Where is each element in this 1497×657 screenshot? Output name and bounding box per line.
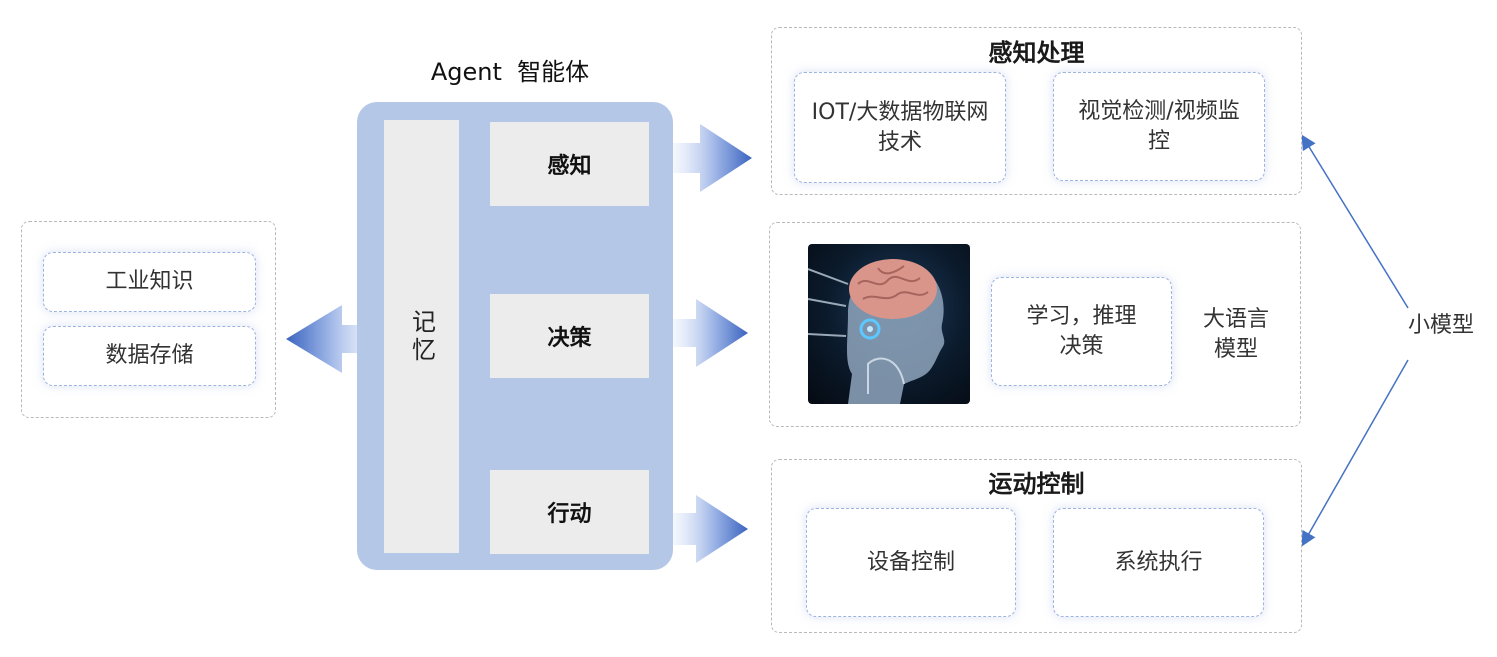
arrow-memory — [286, 305, 382, 373]
robot-brain-image — [808, 244, 970, 404]
arrow-action — [672, 495, 748, 563]
memory-label: 记忆 — [407, 308, 436, 365]
stage-perception: 感知 — [490, 122, 649, 206]
agent-title: Agent 智能体 — [430, 58, 590, 86]
perception-item-label: IOT/大数据物联网技术 — [811, 99, 989, 155]
stage-label: 行动 — [547, 502, 592, 527]
motion-item-label: 系统执行 — [1114, 549, 1203, 575]
knowledge-item-label: 工业知识 — [105, 269, 194, 294]
stage-action: 行动 — [490, 470, 649, 554]
motion-item-device: 设备控制 — [806, 508, 1016, 617]
motion-item-system: 系统执行 — [1053, 508, 1264, 617]
decision-learning-label: 学习，推理决策 — [1026, 303, 1137, 359]
memory-bar: 记忆 — [384, 120, 459, 553]
arrow-perception — [672, 124, 752, 192]
knowledge-item-industrial: 工业知识 — [43, 252, 256, 312]
knowledge-item-label: 数据存储 — [105, 343, 194, 368]
motion-title: 运动控制 — [988, 470, 1085, 498]
arrow-decision — [672, 299, 748, 367]
perception-item-iot: IOT/大数据物联网技术 — [794, 72, 1006, 183]
stage-label: 决策 — [547, 326, 592, 351]
llm-label: 大语言模型 — [1202, 307, 1269, 362]
small-model-label: 小模型 — [1407, 313, 1474, 338]
connector-small-model-down — [1301, 359, 1409, 547]
perception-item-vision: 视觉检测/视频监控 — [1053, 72, 1265, 181]
perception-item-label: 视觉检测/视频监控 — [1078, 98, 1240, 154]
perception-title: 感知处理 — [988, 39, 1085, 67]
motion-item-label: 设备控制 — [866, 549, 955, 575]
decision-learning-box: 学习，推理决策 — [991, 277, 1172, 386]
knowledge-item-storage: 数据存储 — [43, 326, 256, 386]
connector-small-model-up — [1301, 134, 1409, 309]
robot-head-icon — [808, 259, 945, 404]
stage-label: 感知 — [547, 154, 592, 179]
knowledge-group — [21, 221, 276, 418]
stage-decision: 决策 — [490, 294, 649, 378]
